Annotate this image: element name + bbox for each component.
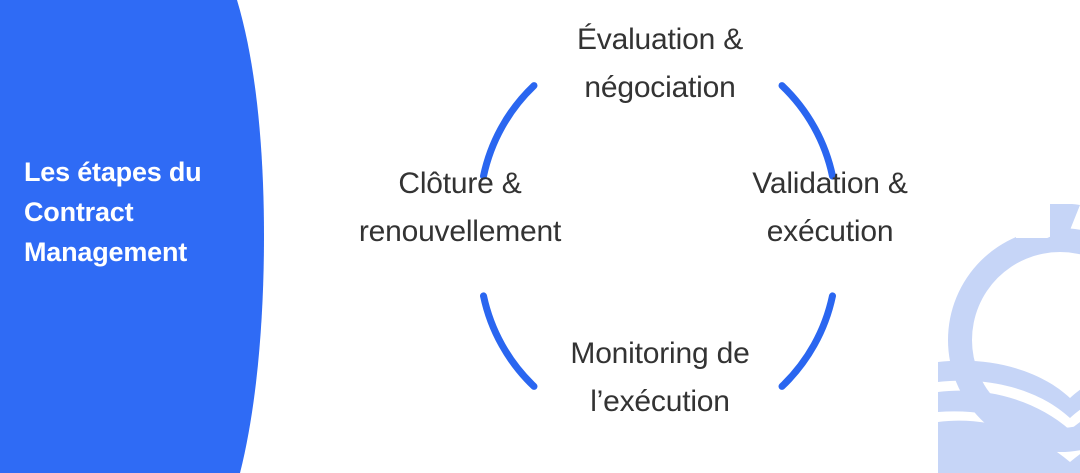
cycle-step-monitoring-execution: Monitoring de l’exécution bbox=[570, 337, 750, 418]
page-title: Les étapes du Contract Management bbox=[24, 157, 202, 267]
cycle-arcs bbox=[480, 82, 836, 390]
arc-bottom-right bbox=[778, 292, 836, 390]
arc-top-right bbox=[778, 82, 836, 180]
cycle-step-evaluation-negociation: Évaluation & négociation bbox=[576, 23, 744, 104]
cycle-step-validation-execution: Validation & exécution bbox=[752, 167, 908, 248]
contract-cycle-diagram: Évaluation & négociation Validation & ex… bbox=[280, 0, 1040, 473]
title-panel bbox=[0, 0, 275, 473]
arc-bottom-left bbox=[480, 292, 538, 390]
cycle-step-cloture-renouvellement: Clôture & renouvellement bbox=[358, 167, 562, 248]
arc-top-left bbox=[480, 82, 538, 180]
